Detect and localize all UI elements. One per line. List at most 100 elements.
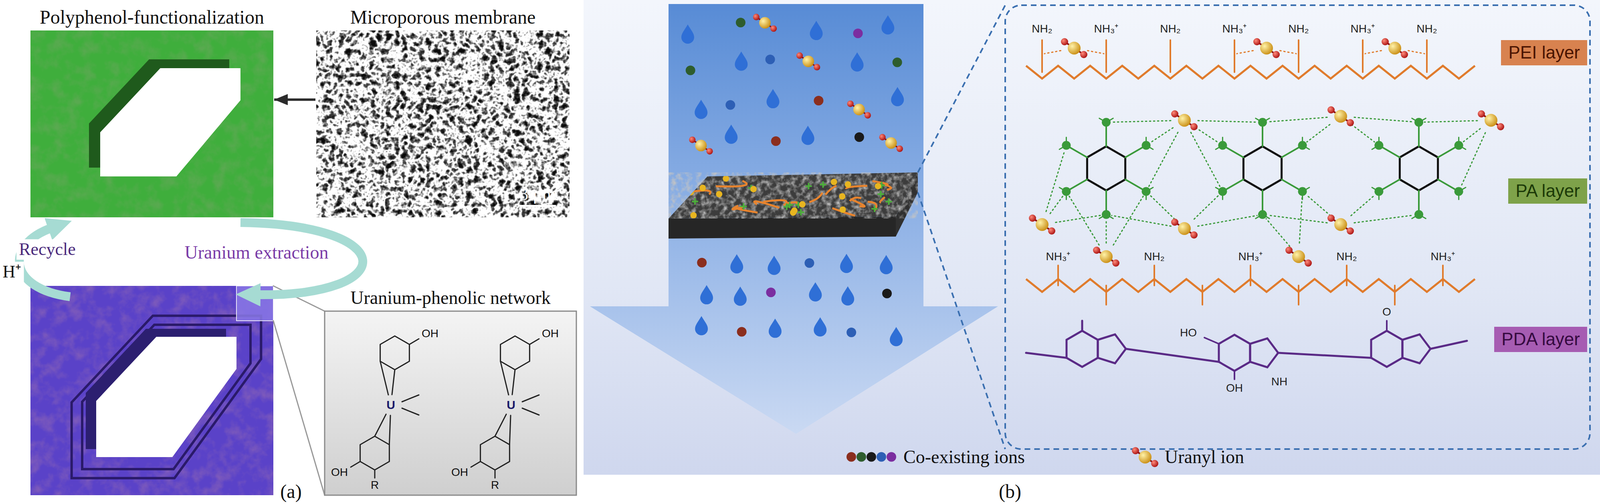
water-droplet [733,286,747,306]
coordination-bond [1150,195,1175,219]
extraction-arrow [240,222,363,295]
panel-heading: Uranium-phenolic network [350,287,551,309]
co-existing-ion [866,452,877,462]
uranium-atom [1292,250,1306,263]
co-existing-ion [854,132,865,142]
bound-uranyl [839,206,847,213]
uranium-atom [853,103,865,116]
co-existing-ion [856,452,867,462]
coordination-bond [1087,50,1104,54]
water-droplet [768,318,782,338]
atom-label: NH₂ [1143,250,1165,263]
oxygen-atom [1272,50,1280,59]
oxygen-atom [1171,110,1179,118]
coordination-bond [1424,120,1478,123]
water-droplet [881,15,895,35]
recycle-arrow [19,227,71,297]
co-existing-ion [846,452,857,462]
bound-uranyl [830,178,838,186]
oxygen-atom [1253,38,1261,46]
water-droplet [841,286,855,306]
coordination-bond [1307,124,1330,142]
pei-strand [674,176,697,182]
phosphorus-atom [1141,141,1151,150]
image-panel: Uranium-phenolic network [324,311,577,495]
atom-label: NH₂ [1031,22,1053,36]
oxygen-atom [1190,123,1198,131]
pda-oxygen [1385,320,1388,331]
bound-uranyl [844,181,852,188]
deposit-outline [71,315,262,479]
water-droplet [694,99,708,120]
membrane-top [668,172,918,219]
bond [409,338,419,345]
legend-swatch [1131,445,1160,469]
coordination-bond [1148,132,1178,187]
amine-branch [1426,40,1428,73]
atom-label: NH₂ [1288,22,1309,36]
oxygen-atom [1080,50,1088,59]
water-droplet [850,52,864,72]
coordination-bond [1268,117,1328,122]
layer-tag: PEI layer [1501,40,1588,66]
panel-label: (b) [998,480,1022,503]
phosphorus-atom [1298,187,1308,196]
water-droplet [700,284,714,305]
uranyl-bond [1135,450,1155,464]
uranyl-ion [1092,246,1120,267]
pei-chain [1026,65,1475,79]
uranyl-ion [1171,218,1198,239]
pa-star [877,190,885,198]
co-existing-ion [892,57,903,68]
coordination-bond [1193,195,1219,219]
oxygen-atom [1151,459,1159,467]
panel-background [583,0,1600,475]
uranium-atom [1099,250,1113,263]
cycle-label: Uranium extraction [182,242,332,264]
atom-label: NH₂ [1159,22,1181,36]
membrane-coating [674,175,893,219]
bound-uranyl [699,184,706,191]
phenol-ring [360,436,390,470]
pda-ring [1066,330,1098,367]
bound-uranyl [874,182,882,190]
pda-hydroxyl [1233,370,1236,380]
water-droplet [889,326,903,346]
bond [374,414,386,437]
sem-texture [316,30,570,218]
pei-strand [880,197,885,203]
water-droplet [879,254,893,275]
oxygen-atom [1028,214,1037,222]
bond [529,338,540,345]
coordination-bond [1197,120,1257,123]
phosphorus-atom [1414,210,1424,219]
bound-uranyl [838,193,846,200]
oxygen-atom [1092,246,1101,254]
layer-tag: PA layer [1508,178,1588,204]
coordination-bond [1279,50,1297,54]
coordination-bond [1197,215,1257,227]
amine-branch [1153,265,1156,286]
oxygen-atom [879,133,886,141]
oxygen-atom [1327,214,1335,222]
coordination-bond [1351,124,1375,142]
deposit-outline [82,324,251,469]
flow-arrow [589,4,998,434]
atom-label: OH [451,465,469,479]
bond [494,414,507,437]
phenol-ring [500,335,530,370]
membrane-texture [668,172,918,219]
water-droplet [808,282,822,302]
legend-swatch [845,448,898,465]
pa-star [885,198,892,205]
phosphorus-atom [1454,141,1464,150]
pda-ring [1250,338,1279,368]
phosphorus-atom [1454,187,1464,196]
uranium-atom [1035,218,1049,231]
uranyl-ion [1285,246,1312,267]
water-droplet [734,51,748,71]
water-droplet [766,88,780,109]
coordination-bond [1069,195,1100,245]
co-existing-ion [876,452,887,462]
